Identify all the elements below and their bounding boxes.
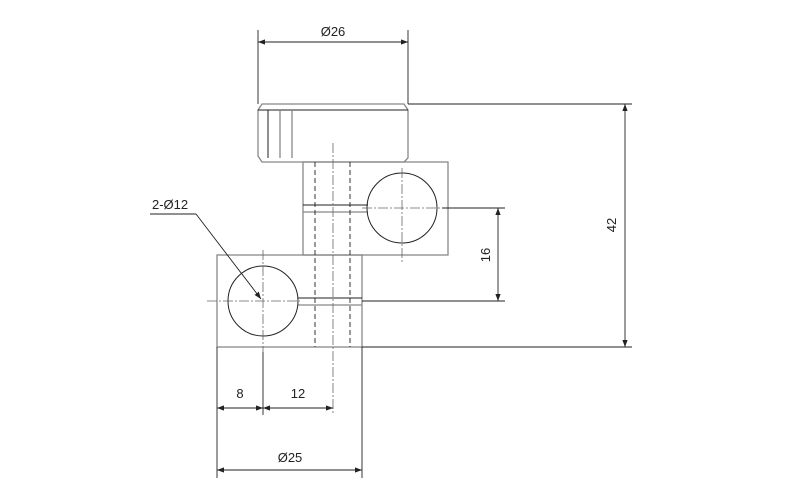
- shaft: [314, 143, 351, 415]
- lower-clamp-block: [207, 250, 363, 352]
- svg-text:12: 12: [291, 386, 305, 401]
- dim-overall-height: 42: [362, 103, 632, 348]
- svg-text:Ø25: Ø25: [278, 450, 303, 465]
- dim-offsets: 8 12: [216, 347, 333, 478]
- svg-text:8: 8: [236, 386, 243, 401]
- hole-callout: 2-Ø12: [150, 197, 262, 300]
- knob: [257, 103, 409, 163]
- dim-knob-diameter: Ø26: [257, 24, 409, 104]
- dim-block-diameter: Ø25: [217, 347, 363, 478]
- svg-text:42: 42: [604, 218, 619, 232]
- svg-text:2-Ø12: 2-Ø12: [152, 197, 188, 212]
- svg-text:Ø26: Ø26: [321, 24, 346, 39]
- dim-hole-spacing: 16: [362, 207, 505, 302]
- upper-clamp-block: [302, 161, 449, 262]
- svg-text:16: 16: [478, 248, 493, 262]
